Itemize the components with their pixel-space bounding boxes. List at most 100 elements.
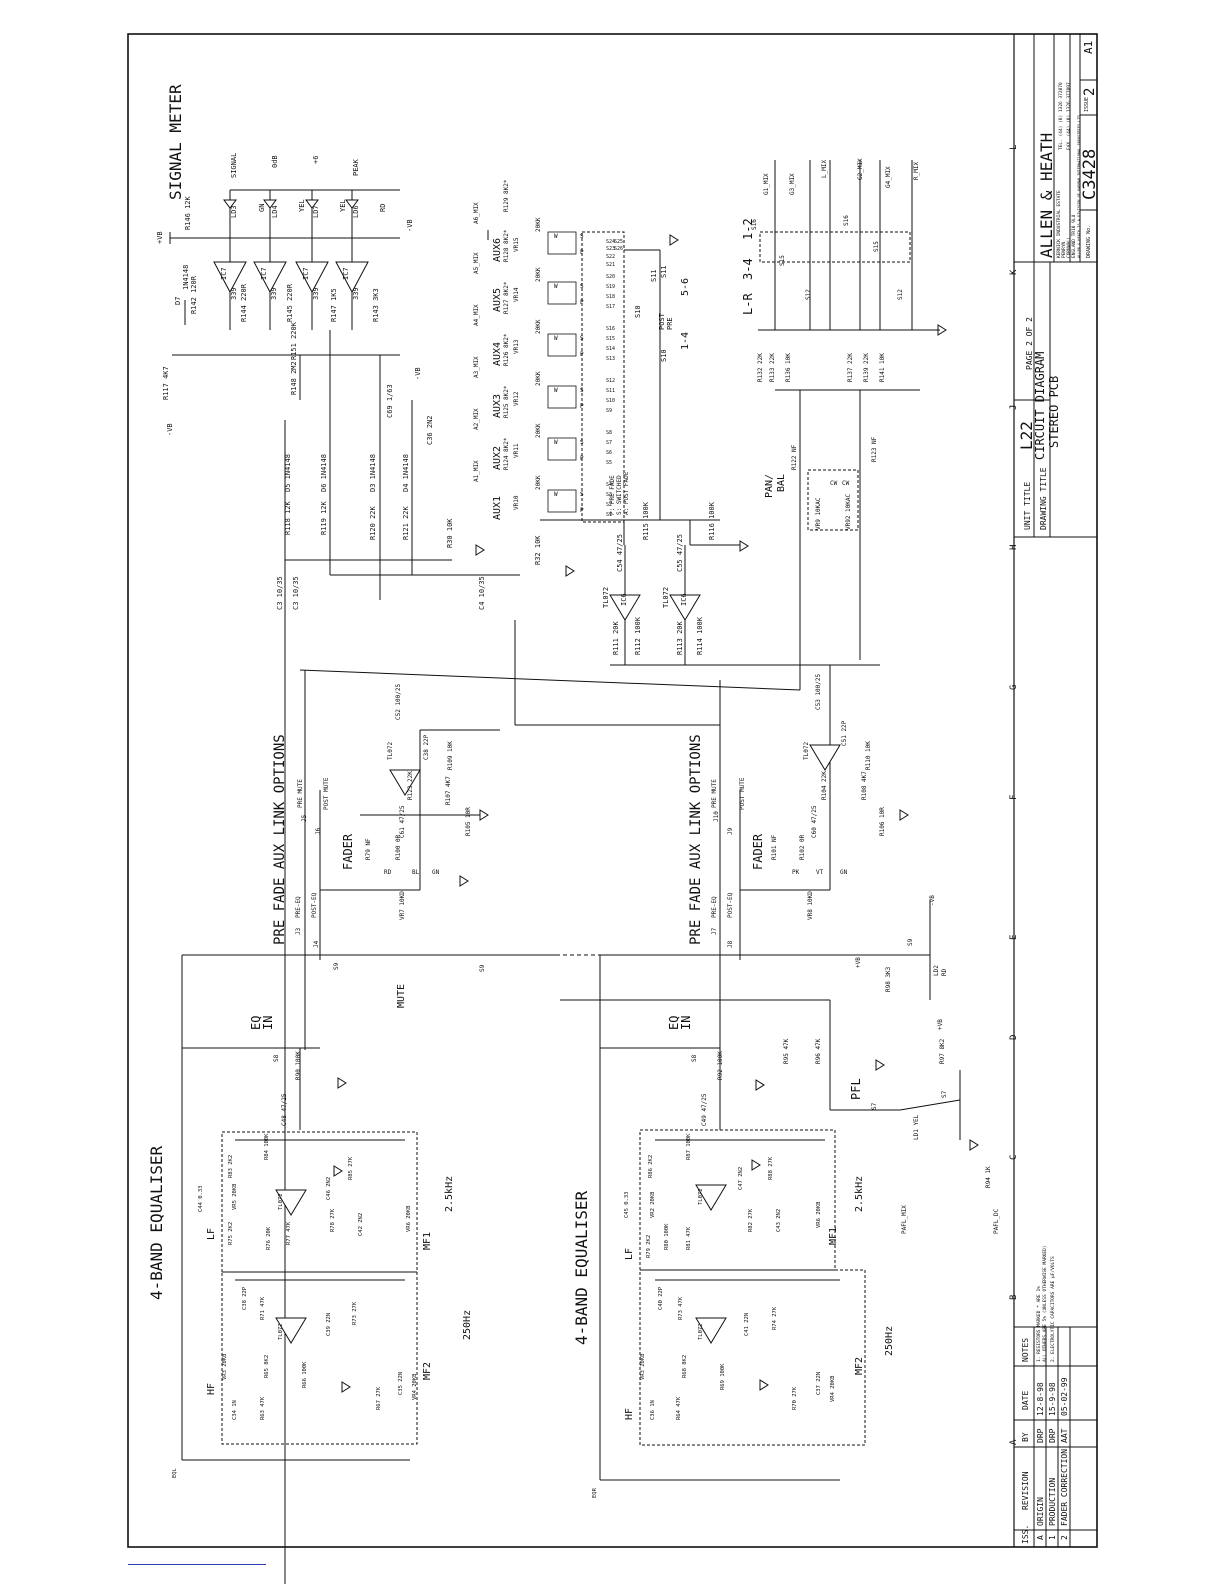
schematic-label: +VB	[855, 957, 862, 968]
schematic-label: R30 10K	[446, 518, 454, 548]
schematic-label: S10	[634, 305, 642, 318]
schematic-label: C3 10/35	[276, 576, 284, 610]
schematic-label: VT	[816, 869, 824, 876]
schematic-label: S13	[606, 356, 615, 362]
schematic-label: W	[554, 387, 558, 394]
schematic-label: R124 8K2*	[503, 437, 510, 470]
schematic-label: EQR	[592, 1487, 598, 1498]
schematic-label: VR2 20KB	[650, 1191, 656, 1218]
schematic-label: S10	[660, 349, 668, 362]
schematic-label: D4 1N4148	[402, 454, 410, 492]
schematic-label: C39 22N	[326, 1313, 332, 1336]
schematic-label: LF	[624, 1248, 635, 1260]
schematic-label: F	[1009, 795, 1019, 800]
schematic-label: POST-EQ	[311, 892, 318, 918]
schematic-label: C45 0.33	[624, 1192, 630, 1219]
schematic-label: A4_MIX	[473, 304, 480, 326]
schematic-label: FADER	[751, 833, 765, 870]
schematic-label: FADER CORRECTION	[1060, 1449, 1069, 1526]
schematic-label: R80 100K	[664, 1223, 670, 1250]
schematic-label: VR5 20KB	[232, 1183, 238, 1210]
schematic-label: C49 47/25	[701, 1093, 708, 1126]
schematic-label: R102 0R	[799, 834, 806, 860]
signal-meter-title: SIGNAL METER	[166, 84, 185, 200]
schematic-label: R145 220R	[286, 283, 294, 322]
schematic-label: LD1 YEL	[913, 1114, 920, 1140]
schematic-label: R123 NF	[871, 436, 878, 462]
schematic-label: R79 2K2	[646, 1235, 652, 1258]
schematic-label: S24	[606, 239, 615, 245]
schematic-label: VR8 10KD	[807, 891, 814, 920]
pre-fade-title-1: PRE FADE AUX LINK OPTIONS	[272, 734, 288, 945]
schematic-label: R71 47K	[260, 1296, 266, 1320]
schematic-label: R137 22K	[847, 353, 854, 382]
schematic-label: S7	[606, 440, 612, 446]
schematic-label: 1-4	[680, 332, 691, 350]
schematic-label: 1N4148	[182, 265, 190, 290]
schematic-label: R86 2K2	[648, 1155, 654, 1178]
schematic-label: R136 10K	[785, 353, 792, 382]
schematic-label: R84 100K	[264, 1133, 270, 1160]
schematic-label: VR4 20KB	[830, 1375, 836, 1402]
schematic-label: 20KK	[535, 319, 542, 334]
schematic-label: 250Hz	[884, 1326, 895, 1356]
schematic-label: R118 12K	[284, 500, 292, 535]
schematic-label: GN	[840, 869, 848, 876]
schematic-label: R106 10R	[879, 807, 886, 836]
schematic-label: R139 22K	[863, 353, 870, 382]
schematic-label: TL072	[602, 587, 610, 608]
schematic-label: R101 NF	[771, 834, 778, 860]
schematic-label: R120 22K	[369, 505, 377, 540]
schematic-label: C40 22P	[658, 1286, 664, 1310]
schematic-label: R122 NF	[791, 444, 798, 470]
schematic-label: LD2	[933, 965, 940, 976]
schematic-label: J4	[313, 940, 320, 948]
company-name: ALLEN & HEATH	[1037, 133, 1056, 258]
schematic-label: 20KK	[535, 217, 542, 232]
schematic-label: J8	[727, 940, 734, 948]
schematic-label: R75 2K2	[228, 1222, 234, 1245]
schematic-label: VR15	[513, 237, 520, 252]
schematic-label: G	[1009, 685, 1019, 690]
schematic-label: MF2	[854, 1357, 865, 1375]
schematic-label: IN	[679, 1016, 693, 1030]
schematic-label: R78 27K	[330, 1208, 336, 1232]
schematic-label: CORNWALL	[1066, 236, 1072, 258]
schematic-label: R94 1K	[985, 1166, 992, 1188]
schematic-label: 250Hz	[462, 1310, 473, 1340]
schematic-label: AUX3	[492, 394, 503, 418]
schematic-label: R85 27K	[348, 1156, 354, 1180]
schematic-label: 2	[1060, 1535, 1069, 1540]
schematic-label: K	[1009, 269, 1019, 275]
schematic-label: S1	[606, 512, 612, 518]
schematic-label: R88 27K	[768, 1156, 774, 1180]
schematic-label: R105 10R	[465, 807, 472, 836]
schematic-label: REVISION	[1021, 1471, 1030, 1510]
schematic-label: AUX4	[492, 342, 503, 366]
notes: NOTES 1. RESISTORS MARKED * ARE 1% ALL O…	[1021, 1246, 1056, 1363]
schematic-label: R70 27K	[792, 1386, 798, 1410]
schematic-label: S25	[614, 239, 623, 245]
schematic-label: P	[580, 299, 584, 306]
schematic-label: UNIT TITLE	[1023, 482, 1032, 530]
schematic-label: S15	[606, 336, 615, 342]
sheet-size: A1	[1082, 41, 1095, 54]
schematic-label: PRE MUTE	[711, 779, 718, 808]
schematic-label: A6_MIX	[473, 202, 480, 224]
schematic-label: S12	[606, 378, 615, 384]
schematic-label: R125 8K2*	[503, 385, 510, 418]
schematic-label: R32 10K	[534, 535, 542, 565]
schematic-label: 2.5kHz	[854, 1176, 865, 1212]
schematic-label: PENRYN	[1061, 241, 1067, 258]
schematic-label: PFL	[849, 1078, 863, 1100]
schematic-label: S15	[779, 255, 786, 266]
schematic-label: IC7	[302, 267, 310, 280]
schematic-label: TL072	[662, 587, 670, 608]
schematic-label: NOTES	[1021, 1338, 1030, 1362]
schematic-label: C	[1009, 1155, 1019, 1160]
schematic-label: -VB	[929, 895, 936, 906]
schematic-label: P	[580, 507, 584, 514]
schematic-label: C43 2N2	[776, 1209, 782, 1232]
schematic-label: 0dB	[271, 155, 279, 168]
schematic-label: AUX6	[492, 238, 503, 262]
